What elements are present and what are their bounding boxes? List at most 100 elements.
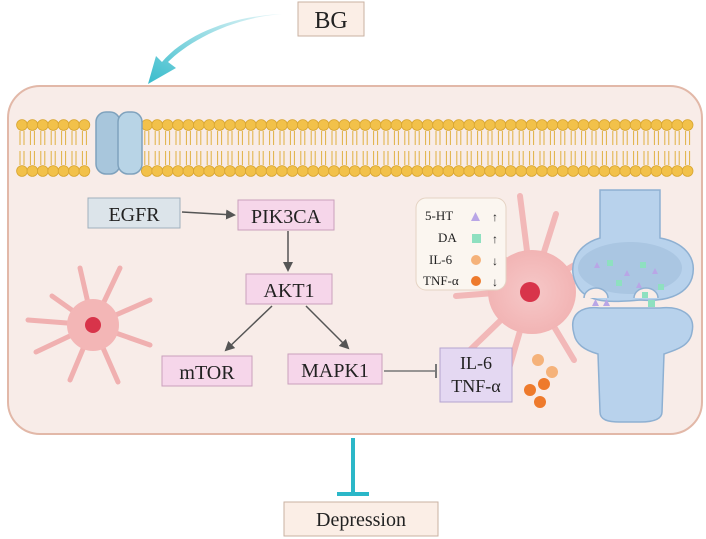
- svg-text:IL-6: IL-6: [429, 252, 453, 267]
- triangle-marker-icon: [471, 212, 480, 221]
- lipid-head: [213, 165, 226, 177]
- lipid-head: [338, 119, 351, 131]
- lipid-head: [161, 165, 174, 177]
- lipid-head: [598, 119, 611, 131]
- lipid-head: [671, 119, 683, 131]
- mtor-label: mTOR: [179, 362, 235, 384]
- bg-arrow: [148, 14, 282, 84]
- lipid-head: [640, 165, 652, 177]
- lipid-head: [348, 165, 361, 177]
- pik3ca-label: PIK3CA: [251, 206, 322, 228]
- lipid-head: [525, 165, 538, 177]
- legend-item-il6: IL-6 ↓: [429, 252, 498, 268]
- legend-item-da: DA ↑: [438, 230, 498, 246]
- lipid-head: [276, 165, 288, 177]
- lipid-head: [463, 119, 476, 131]
- lipid-head: [245, 165, 257, 177]
- lipid-head: [411, 119, 424, 131]
- egfr-label: EGFR: [108, 204, 160, 226]
- lipid-head: [619, 165, 631, 177]
- lipid-head: [141, 165, 153, 177]
- lipid-head: [556, 119, 569, 131]
- svg-text:DA: DA: [438, 230, 457, 245]
- lipid-head: [494, 165, 507, 177]
- lipid-head: [577, 165, 590, 177]
- lipid-head: [546, 119, 559, 131]
- lipid-head: [442, 165, 455, 177]
- bg-box: [297, 1, 365, 37]
- svg-text:TNF-α: TNF-α: [423, 273, 459, 288]
- lipid-head: [463, 165, 476, 177]
- arrow-egfr-to-pik3ca: [181, 209, 236, 220]
- lipid-head: [286, 165, 299, 177]
- trend-arrow: ↑: [492, 210, 498, 224]
- lipid-head: [203, 119, 216, 131]
- lipid-head: [400, 119, 413, 131]
- lipid-head: [525, 119, 538, 131]
- lipid-head: [141, 119, 153, 131]
- lipid-head: [421, 119, 434, 131]
- lipid-head: [265, 165, 278, 177]
- lipid-head: [608, 165, 621, 177]
- lipid-head: [650, 119, 663, 131]
- lipid-head: [307, 119, 320, 131]
- synapse-icon: [571, 189, 694, 423]
- lipid-head: [629, 119, 642, 131]
- lipid-head: [546, 165, 559, 177]
- lipid-head: [328, 119, 340, 131]
- lipid-head: [193, 165, 205, 177]
- lipid-head: [234, 119, 247, 131]
- lipid-head: [151, 165, 164, 177]
- lipid-head: [494, 119, 507, 131]
- lipid-head: [567, 119, 579, 131]
- lipid-head: [78, 165, 91, 177]
- lipid-head: [255, 165, 268, 177]
- lipid-head: [234, 165, 247, 177]
- svg-text:5-HT: 5-HT: [425, 208, 453, 223]
- lipid-head: [78, 119, 91, 131]
- lipid-head: [47, 119, 59, 131]
- cytokines-line2: TNF-α: [451, 376, 501, 396]
- lipid-head: [473, 119, 486, 131]
- trend-arrow: ↓: [492, 275, 498, 289]
- lipid-head: [421, 165, 434, 177]
- trend-arrow: ↓: [492, 254, 498, 268]
- mtor-box: [161, 355, 253, 387]
- inhibit-mapk1-cytokines: [384, 364, 437, 378]
- lipid-head: [47, 165, 59, 177]
- pik3ca-box: [237, 199, 335, 231]
- depression-label: Depression: [316, 509, 406, 531]
- lipid-head: [296, 119, 309, 131]
- lipid-head: [556, 165, 569, 177]
- lipid-head: [504, 165, 517, 177]
- lipid-head: [390, 165, 403, 177]
- lipid-head: [567, 165, 579, 177]
- inhibit-depression: [337, 438, 369, 496]
- square-marker-icon: [472, 234, 481, 243]
- lipid-head: [255, 119, 268, 131]
- lipid-head: [348, 119, 361, 131]
- lipid-head: [193, 119, 205, 131]
- lipid-head: [151, 119, 164, 131]
- lipid-head: [68, 119, 80, 131]
- lipid-head: [400, 165, 413, 177]
- legend-item-tnf: TNF-α ↓: [423, 273, 498, 289]
- lipid-head: [660, 119, 673, 131]
- lipid-head: [452, 165, 465, 177]
- lipid-head: [640, 119, 652, 131]
- lipid-head: [213, 119, 226, 131]
- lipid-head: [36, 165, 49, 177]
- lipid-head: [681, 119, 694, 131]
- lipid-head: [515, 165, 527, 177]
- legend: 5-HT ↑ DA ↑ IL-6 ↓ TNF-α ↓: [423, 208, 498, 289]
- circle-marker-icon: [471, 276, 481, 286]
- bg-label: BG: [314, 8, 347, 34]
- arrow-akt1-to-mtor: [224, 305, 273, 352]
- lipid-head: [245, 119, 257, 131]
- lipid-head: [588, 119, 600, 131]
- lipid-head: [452, 119, 465, 131]
- cytokines-box: [439, 347, 513, 403]
- lipid-head: [286, 119, 299, 131]
- lipid-head: [598, 165, 611, 177]
